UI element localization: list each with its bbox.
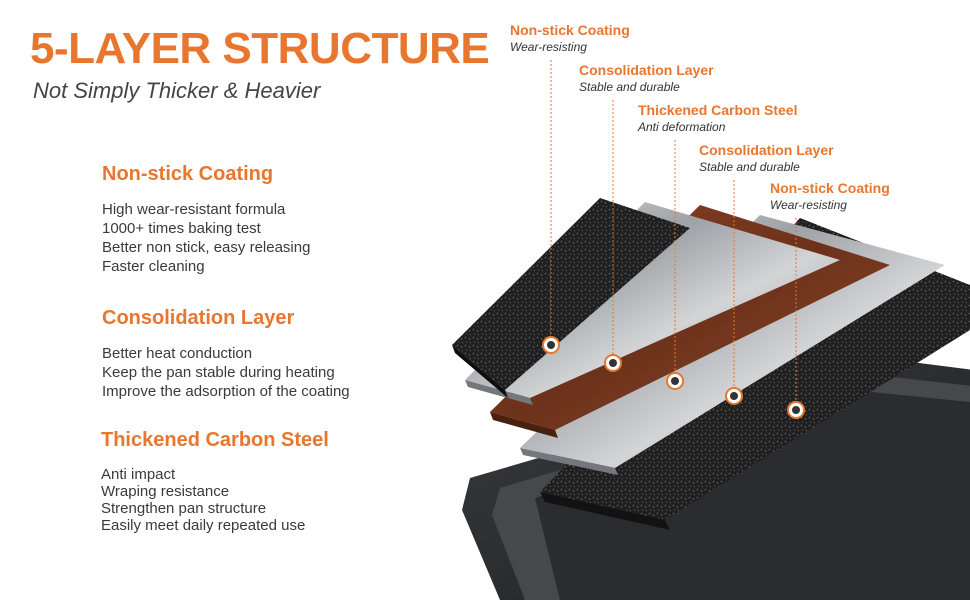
feature-point: Faster cleaning	[102, 258, 205, 275]
layer-description: Anti deformation	[638, 120, 726, 134]
marker-2	[604, 354, 622, 372]
feature-points: Anti impact Wraping resistance Strengthe…	[101, 466, 329, 534]
feature-title: Thickened Carbon Steel	[101, 429, 329, 451]
feature-point: Anti impact	[101, 466, 176, 483]
feature-consolidation-layer: Consolidation Layer Better heat conducti…	[102, 307, 350, 401]
feature-points: High wear-resistant formula 1000+ times …	[102, 200, 310, 276]
feature-point: 1000+ times baking test	[102, 220, 261, 237]
layer-name: Non-stick Coating	[510, 22, 630, 38]
layer-label-3: Thickened Carbon Steel Anti deformation	[638, 102, 797, 135]
feature-title: Non-stick Coating	[102, 163, 274, 185]
feature-point: Keep the pan stable during heating	[102, 364, 335, 381]
layer-name: Non-stick Coating	[770, 180, 890, 196]
layer-description: Wear-resisting	[770, 198, 847, 212]
feature-point: Strengthen pan structure	[101, 500, 267, 517]
feature-points: Better heat conduction Keep the pan stab…	[102, 344, 350, 401]
feature-point: High wear-resistant formula	[102, 201, 286, 218]
page-subtitle: Not Simply Thicker & Heavier	[33, 78, 321, 103]
layer-label-1: Non-stick Coating Wear-resisting	[510, 22, 630, 55]
layer-label-5: Non-stick Coating Wear-resisting	[770, 180, 890, 213]
feature-point: Better non stick, easy releasing	[102, 239, 311, 256]
feature-point: Better heat conduction	[102, 345, 253, 362]
layer-description: Wear-resisting	[510, 40, 587, 54]
feature-title: Consolidation Layer	[102, 307, 295, 329]
layer-top-coating	[452, 198, 690, 390]
layer-label-4: Consolidation Layer Stable and durable	[699, 142, 834, 175]
layer-name: Consolidation Layer	[579, 62, 714, 78]
layer-name: Thickened Carbon Steel	[638, 102, 798, 118]
marker-5	[787, 401, 805, 419]
feature-point: Improve the adsorption of the coating	[102, 383, 350, 400]
layer-description: Stable and durable	[699, 160, 800, 174]
feature-thickened-carbon-steel: Thickened Carbon Steel Anti impact Wrapi…	[101, 429, 329, 534]
marker-1	[542, 336, 560, 354]
marker-3	[666, 372, 684, 390]
page-title: 5-LAYER STRUCTURE	[30, 24, 490, 73]
marker-4	[725, 387, 743, 405]
feature-non-stick-coating: Non-stick Coating High wear-resistant fo…	[102, 163, 310, 276]
layer-name: Consolidation Layer	[699, 142, 834, 158]
feature-point: Easily meet daily repeated use	[101, 517, 306, 534]
layer-description: Stable and durable	[579, 80, 680, 94]
layer-label-2: Consolidation Layer Stable and durable	[579, 62, 714, 95]
feature-point: Wraping resistance	[101, 483, 230, 500]
